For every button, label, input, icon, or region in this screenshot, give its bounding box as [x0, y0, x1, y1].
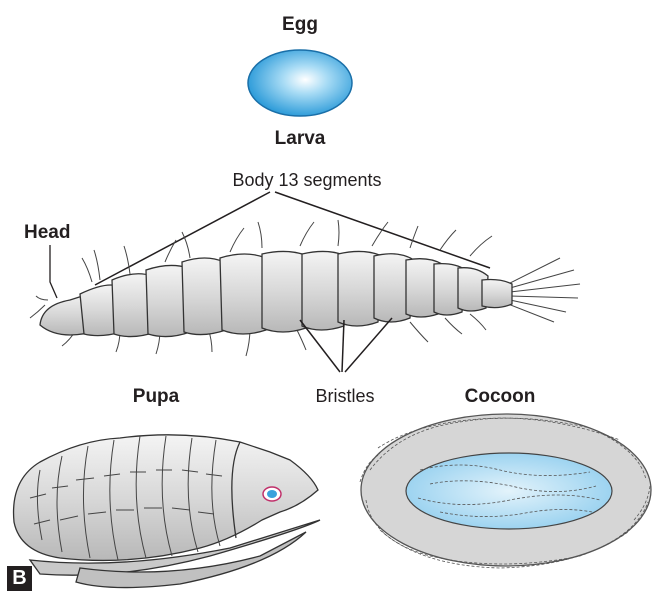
larva-body	[40, 251, 512, 336]
pupa-body	[14, 435, 320, 588]
pupa-label: Pupa	[133, 386, 180, 407]
panel-letter-badge: B	[7, 566, 32, 591]
bristles-label: Bristles	[315, 386, 374, 406]
egg-shape	[248, 50, 352, 116]
cocoon-label: Cocoon	[465, 386, 536, 407]
head-label: Head	[24, 222, 70, 243]
head-pointer-line	[50, 245, 57, 298]
cocoon-figure: Cocoon	[360, 386, 651, 568]
cocoon-inner-chamber	[406, 453, 612, 529]
pupa-figure: Pupa	[14, 386, 320, 588]
larva-label: Larva	[275, 128, 326, 149]
body-segments-label: Body 13 segments	[232, 170, 381, 190]
larva-figure: Larva Body 13 segments Head	[24, 128, 580, 406]
egg-figure: Egg	[248, 14, 352, 116]
egg-label: Egg	[282, 14, 318, 35]
